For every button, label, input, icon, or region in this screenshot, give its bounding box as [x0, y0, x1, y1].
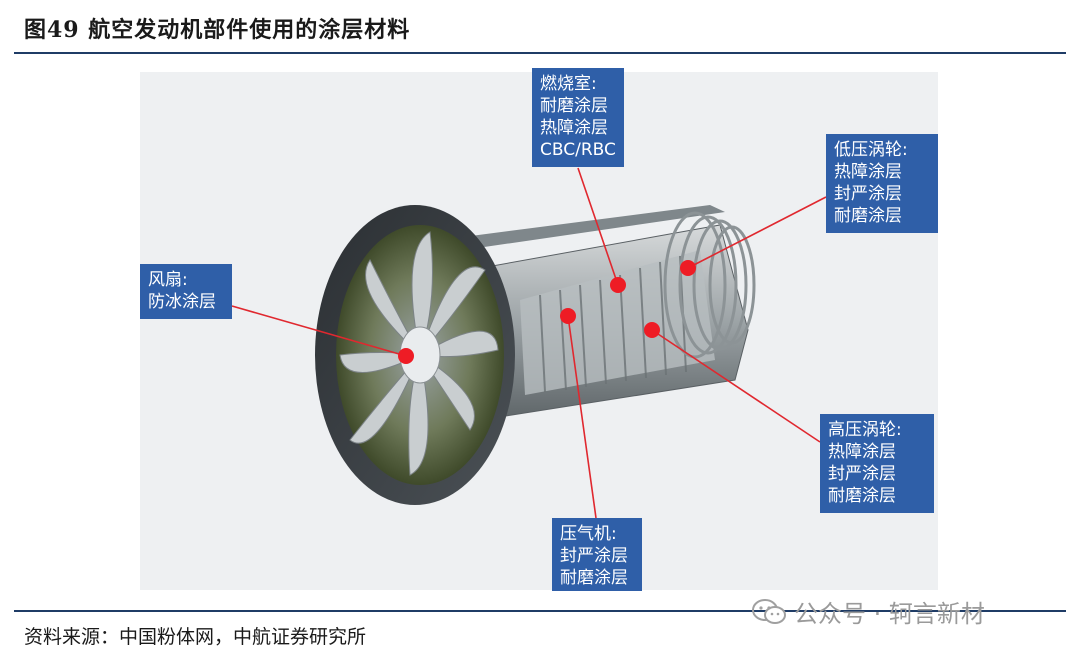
source-note: 资料来源：中国粉体网，中航证券研究所 [24, 626, 367, 648]
turbine-rings [663, 211, 756, 359]
marker-combustor [610, 277, 626, 293]
callout-low-pressure-turbine: 低压涡轮: 热障涂层 封严涂层 耐磨涂层 [826, 134, 938, 233]
callout-high-pressure-turbine: 高压涡轮: 热障涂层 封严涂层 耐磨涂层 [820, 414, 934, 513]
watermark-text: 公众号 · 轲言新材 [794, 600, 985, 628]
marker-fan [398, 348, 414, 364]
figure-title: 图49 航空发动机部件使用的涂层材料 [24, 17, 411, 43]
top-rule [14, 52, 1066, 54]
marker-high-pressure-turbine [644, 322, 660, 338]
callout-compressor: 压气机: 封严涂层 耐磨涂层 [552, 518, 642, 591]
callout-combustor: 燃烧室: 耐磨涂层 热障涂层 CBC/RBC [532, 68, 624, 167]
wechat-icon [752, 598, 786, 624]
location-markers [398, 260, 696, 364]
marker-compressor [560, 308, 576, 324]
watermark: 公众号 · 轲言新材 [752, 594, 985, 629]
marker-low-pressure-turbine [680, 260, 696, 276]
callout-fan: 风扇: 防冰涂层 [140, 264, 232, 319]
leader-lines [231, 167, 827, 519]
bottom-rule [14, 610, 1066, 612]
